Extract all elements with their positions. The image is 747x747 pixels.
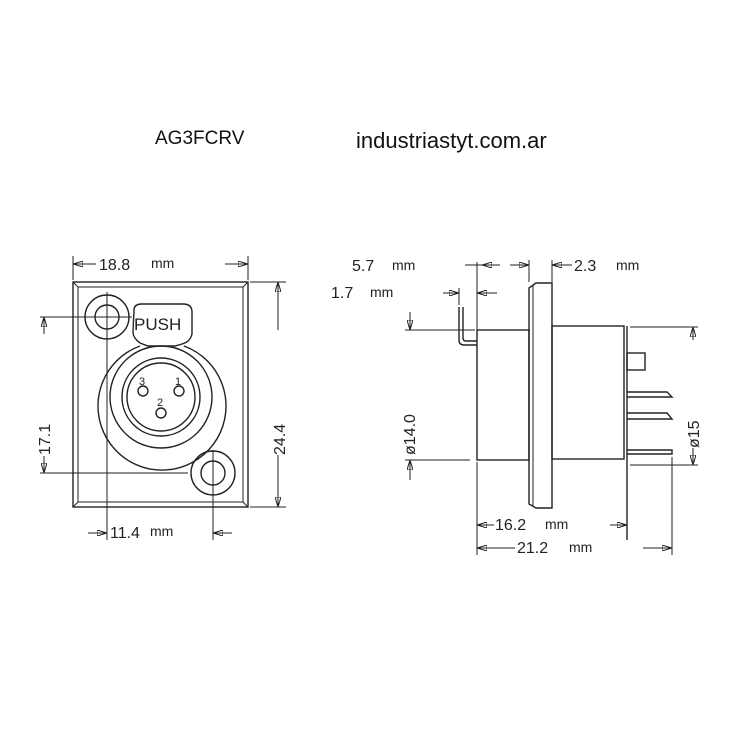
- dim-hook: 1.7 mm: [331, 284, 497, 305]
- push-label: PUSH: [134, 315, 181, 334]
- dimension-label: 21.2: [517, 540, 548, 557]
- dim-front-depth: 5.7 mm: [352, 257, 553, 330]
- dimension-label: 24.4: [272, 424, 289, 455]
- dim-flange: 2.3 mm: [552, 257, 639, 275]
- dimension-label: mm: [616, 257, 639, 273]
- dimension-label: 18.8: [99, 257, 130, 274]
- plate-bevel: [72, 281, 249, 508]
- dimension-label: mm: [392, 257, 415, 273]
- solder-pin: [627, 412, 674, 420]
- dim-total-length: 21.2 mm: [477, 457, 673, 557]
- side-view: 5.7 mm 2.3 mm 1.7 mm ø14.0 ø15: [331, 257, 703, 557]
- dimension-label: 2.3: [574, 258, 596, 275]
- rear-body: [551, 325, 625, 460]
- pin-label-3: 3: [139, 376, 145, 388]
- dimension-label: mm: [150, 523, 173, 539]
- dim-height: 24.4: [250, 281, 289, 508]
- dim-body-length: 16.2 mm: [476, 462, 627, 555]
- pin-1: [173, 385, 185, 397]
- solder-pin: [627, 391, 674, 398]
- website-title: industriastyt.com.ar: [356, 128, 547, 153]
- dimension-label: 11.4: [110, 525, 140, 542]
- dimension-label: mm: [151, 255, 174, 271]
- dimension-label: 16.2: [495, 517, 526, 534]
- front-view: PUSH 3 1 2 18.8 mm 11.4 mm 17.1: [37, 255, 289, 542]
- dim-hole-spacing-h: 11.4 mm: [88, 292, 232, 542]
- pin-2: [155, 407, 167, 419]
- flange: [528, 282, 553, 509]
- dimension-label: 5.7: [352, 258, 374, 275]
- dimension-label: mm: [370, 284, 393, 300]
- latch-hook: [458, 307, 477, 346]
- dimension-label: 17.1: [37, 424, 54, 455]
- mounting-plate: [72, 281, 249, 508]
- dim-front-diameter: ø14.0: [402, 312, 475, 480]
- dimension-label: ø15: [686, 420, 703, 448]
- dim-width: 18.8 mm: [72, 255, 249, 280]
- dimension-label: mm: [569, 539, 592, 555]
- dimension-label: ø14.0: [402, 414, 419, 455]
- dimension-label: 1.7: [331, 285, 353, 302]
- dimension-label: mm: [545, 516, 568, 532]
- rear-tab: [626, 352, 646, 371]
- pin-label-1: 1: [175, 376, 181, 388]
- push-latch[interactable]: [132, 303, 193, 347]
- model-title: AG3FCRV: [155, 128, 245, 149]
- front-body: [476, 329, 530, 461]
- dim-rear-diameter: ø15: [630, 326, 703, 466]
- pin-3: [137, 385, 149, 397]
- solder-pin: [627, 449, 673, 455]
- pin-label-2: 2: [157, 397, 163, 409]
- dim-hole-spacing-v: 17.1: [37, 316, 188, 474]
